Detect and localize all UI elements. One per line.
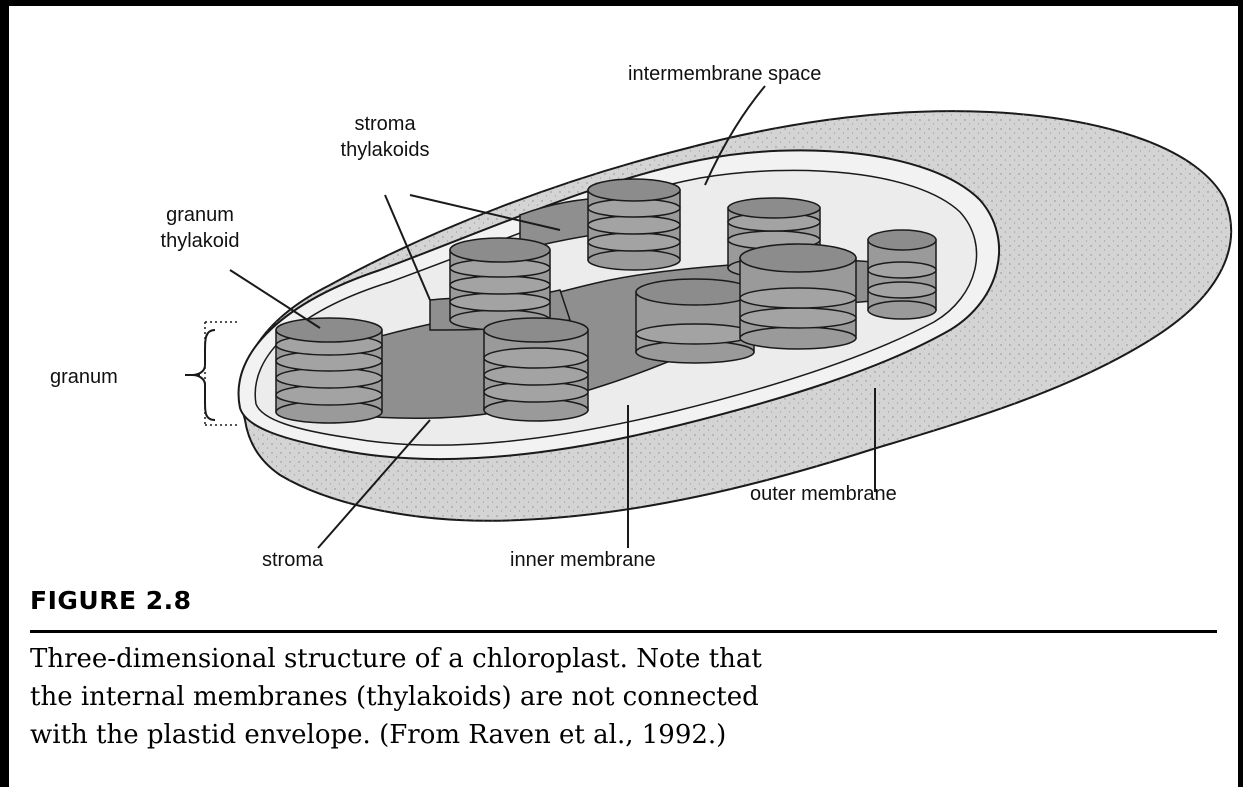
label-stroma-thylakoids-line1: stroma (330, 112, 440, 136)
figure-caption: Three-dimensional structure of a chlorop… (30, 640, 1225, 754)
label-outer-membrane: outer membrane (750, 482, 897, 506)
granum-brace (192, 330, 215, 420)
granum-left (276, 318, 382, 423)
label-granum-thylakoid-line2: thylakoid (140, 229, 260, 253)
label-stroma: stroma (262, 548, 323, 572)
caption-line: the internal membranes (thylakoids) are … (30, 678, 1225, 716)
caption-line: with the plastid envelope. (From Raven e… (30, 716, 1225, 754)
label-inner-membrane: inner membrane (510, 548, 656, 572)
chloroplast-diagram (0, 0, 1243, 600)
label-granum: granum (50, 365, 118, 389)
label-stroma-thylakoids-line2: thylakoids (320, 138, 450, 162)
label-intermembrane-space: intermembrane space (628, 62, 821, 86)
caption-line: Three-dimensional structure of a chlorop… (30, 640, 1225, 678)
figure-title: FIGURE 2.8 (30, 586, 192, 615)
title-rule (30, 630, 1217, 633)
label-granum-thylakoid-line1: granum (145, 203, 255, 227)
